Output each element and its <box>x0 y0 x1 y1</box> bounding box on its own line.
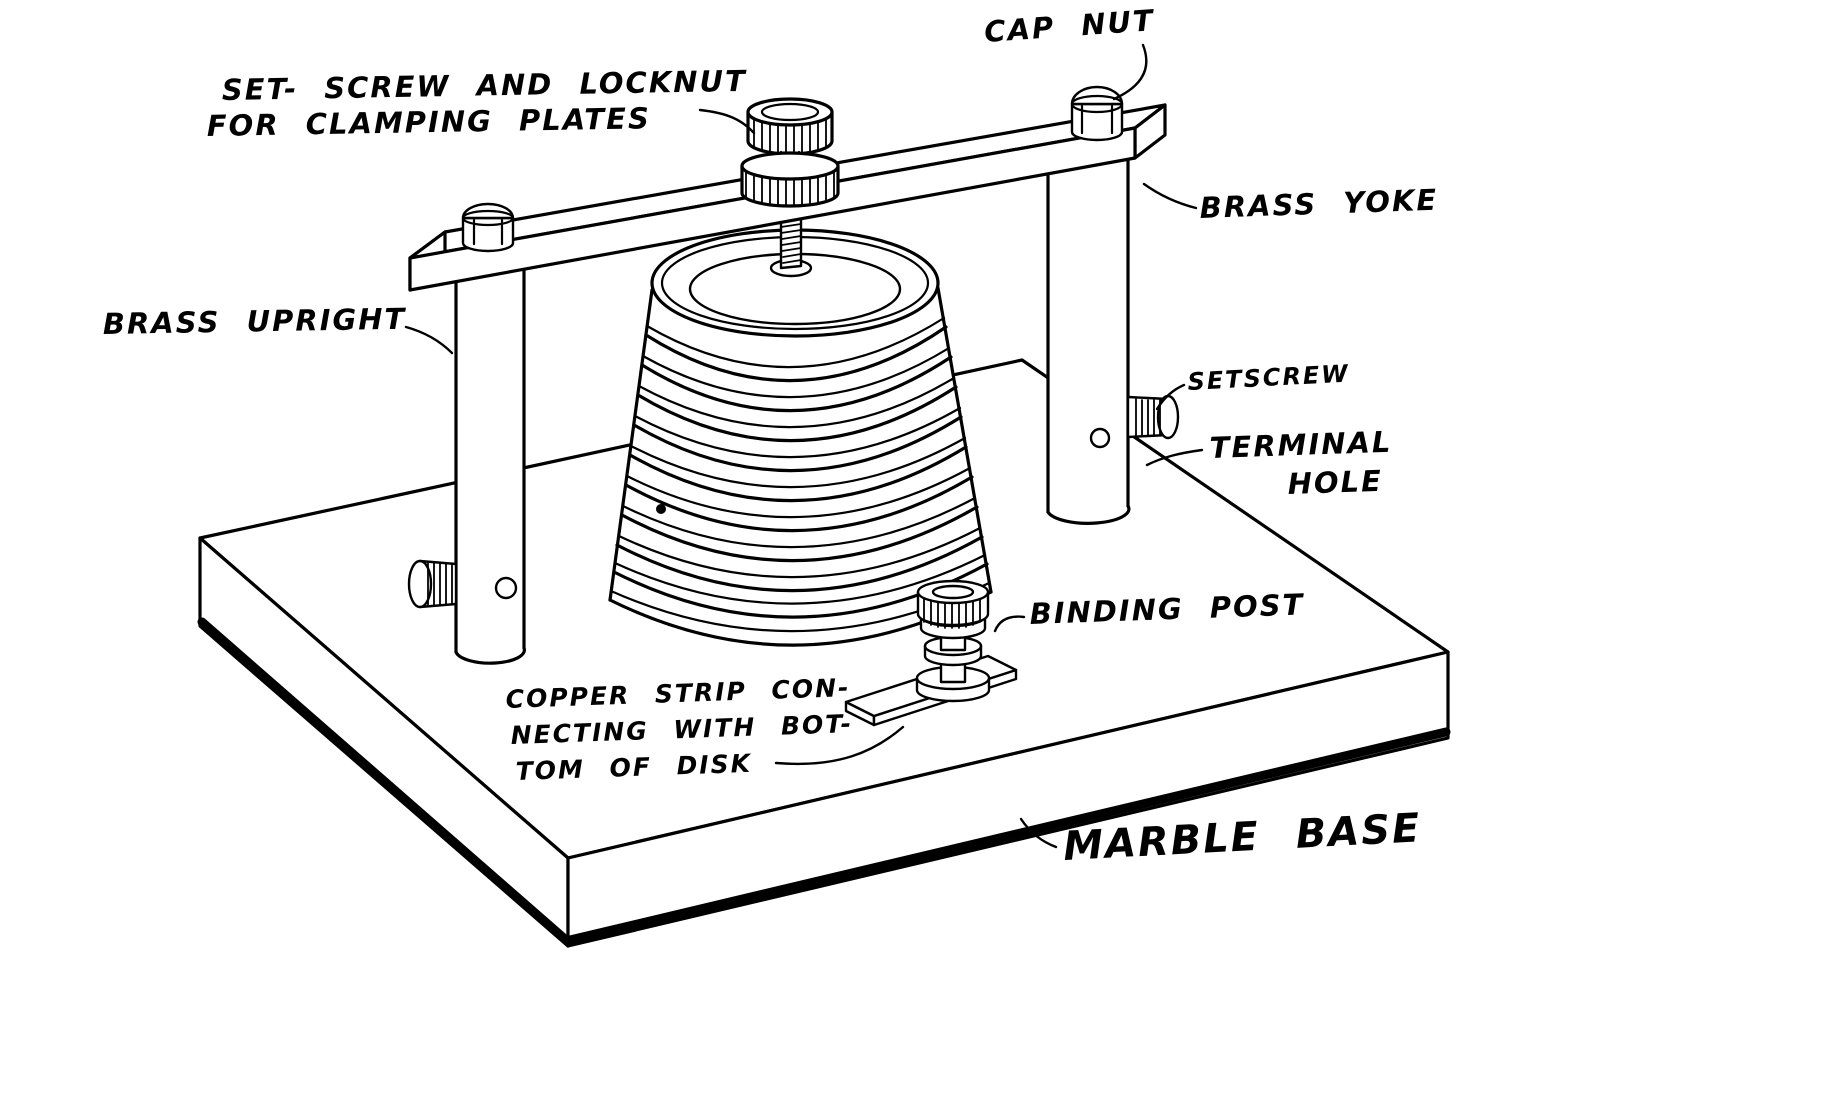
brass-yoke <box>408 85 1167 292</box>
plate-arcs <box>612 325 989 619</box>
binding-post <box>915 579 991 703</box>
label-brass-upright: BRASS UPRIGHT <box>103 302 407 341</box>
cap-nut <box>1070 85 1124 142</box>
base-bottom-edge <box>197 617 1451 945</box>
locknut <box>740 151 840 208</box>
left-terminal-hole <box>494 576 518 600</box>
base-front-face <box>566 650 1450 948</box>
label-set-screw-line1: SET- SCREW AND LOCKNUT <box>222 64 748 107</box>
yoke-front-face <box>408 126 1137 292</box>
leader-setscrew <box>1155 383 1186 411</box>
leader-brass-yoke <box>1142 182 1198 210</box>
left-brass-upright <box>407 255 526 665</box>
left-setscrew-knob <box>407 559 458 609</box>
locknut-knurl <box>745 170 835 207</box>
leader-binding-post <box>993 615 1026 633</box>
label-brass-yoke: BRASS YOKE <box>1199 183 1439 225</box>
right-setscrew-knob <box>1126 394 1180 440</box>
leader-lines <box>404 43 1204 849</box>
labels: CAP NUT SET- SCREW AND LOCKNUT FOR CLAMP… <box>103 3 1439 870</box>
label-cap-nut: CAP NUT <box>983 3 1156 49</box>
plate-arc-details <box>609 316 991 633</box>
leader-marble-base <box>1019 817 1058 849</box>
leader-set-screw <box>698 108 756 135</box>
leader-brass-upright <box>404 325 454 355</box>
label-terminal-hole-line2: HOLE <box>1287 464 1383 501</box>
left-yoke-screw <box>461 202 515 253</box>
leader-terminal-hole <box>1145 448 1204 467</box>
label-terminal-hole-line1: TERMINAL <box>1209 425 1393 465</box>
disk-stack <box>608 228 993 647</box>
binding-post-knurl <box>923 597 981 629</box>
terminal-hole <box>1089 427 1111 449</box>
leader-cap-nut <box>1112 43 1148 101</box>
label-setscrew: SETSCREW <box>1187 360 1351 396</box>
rivet-dot <box>656 504 666 514</box>
threaded-rod <box>779 217 803 270</box>
leader-copper-strip <box>774 725 905 766</box>
label-set-screw-line2: FOR CLAMPING PLATES <box>207 101 652 143</box>
